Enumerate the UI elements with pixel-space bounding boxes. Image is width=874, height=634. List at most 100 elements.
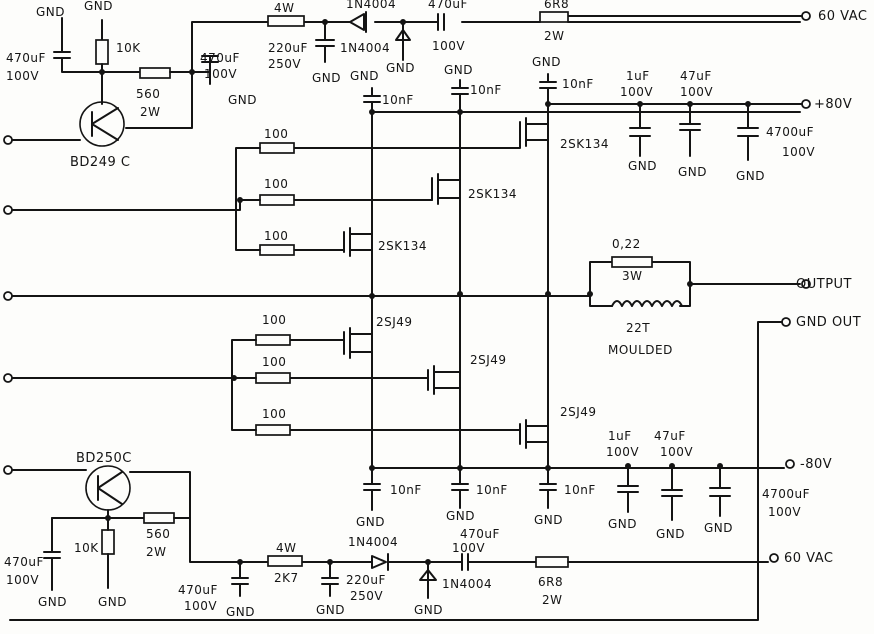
label-cap-voltage: 100V xyxy=(452,541,485,555)
diode-1n4004-bottom-b xyxy=(419,561,437,599)
label-resistor-power: 4W xyxy=(276,541,297,555)
label-mosfet: 2SJ49 xyxy=(560,405,597,419)
label-gnd: GND xyxy=(386,61,415,75)
label-resistor-value: 6R8 xyxy=(538,575,563,589)
label-cap-voltage: 100V xyxy=(432,39,465,53)
label-cap-value: 470uF xyxy=(178,583,218,597)
label-cap-voltage: 100V xyxy=(768,505,801,519)
output-resistor xyxy=(611,256,653,268)
gate-resistor-1 xyxy=(259,142,295,154)
bottom-supply xyxy=(3,465,779,599)
diode-1n4004-top-b xyxy=(395,29,411,41)
label-cap-value: 10nF xyxy=(382,93,414,107)
label-diode: 1N4004 xyxy=(442,577,492,591)
label-gnd: GND xyxy=(350,69,379,83)
mosfet-2sj49-2 xyxy=(427,365,461,395)
label-gnd: GND xyxy=(36,5,65,19)
transistor-bd250c xyxy=(85,465,131,511)
mosfet-2sj49-1 xyxy=(343,327,373,359)
label-gnd: GND xyxy=(228,93,257,107)
label-cap-voltage: 100V xyxy=(606,445,639,459)
label-cap-value: 47uF xyxy=(654,429,686,443)
label-gnd: GND xyxy=(226,605,255,619)
label-cap-voltage: 250V xyxy=(268,57,301,71)
terminal-n-drive[interactable] xyxy=(3,205,13,215)
label-cap-voltage: 100V xyxy=(184,599,217,613)
label-cap-value: 10nF xyxy=(476,483,508,497)
terminal-p-drive[interactable] xyxy=(3,373,13,383)
label-cap-voltage: 100V xyxy=(6,69,39,83)
label-neg-vac: 60 VAC xyxy=(784,551,833,566)
terminal-neg-vac[interactable] xyxy=(769,553,779,563)
negative-rail xyxy=(363,459,795,521)
resistor-10k-bottom xyxy=(101,529,115,555)
label-resistor-value: 2K7 xyxy=(274,571,299,585)
label-gnd: GND xyxy=(414,603,443,617)
output-coil xyxy=(611,300,683,307)
terminal-bottom-drive[interactable] xyxy=(3,465,13,475)
label-output: OUTPUT xyxy=(796,277,852,292)
label-mosfet: 2SJ49 xyxy=(470,353,507,367)
terminal-mid-drive[interactable] xyxy=(3,291,13,301)
label-gnd: GND xyxy=(628,159,657,173)
label-cap-voltage: 100V xyxy=(620,85,653,99)
output-node xyxy=(3,256,811,621)
label-gnd: GND xyxy=(446,509,475,523)
mosfet-2sk134-2 xyxy=(431,173,461,205)
label-cap-value: 10nF xyxy=(562,77,594,91)
label-coil-type: MOULDED xyxy=(608,343,673,357)
label-cap-value: 220uF xyxy=(346,573,386,587)
label-gnd: GND xyxy=(312,71,341,85)
label-resistor-value: 10K xyxy=(74,541,99,555)
label-gate-resistor: 100 xyxy=(262,313,286,327)
terminal-top-drive[interactable] xyxy=(3,135,13,145)
labels: 60 VAC +80V OUTPUT GND OUT -80V 60 VAC G… xyxy=(4,0,867,619)
label-gnd: GND xyxy=(84,0,113,13)
label-mosfet: 2SJ49 xyxy=(376,315,413,329)
label-gate-resistor: 100 xyxy=(264,127,288,141)
label-gnd: GND xyxy=(98,595,127,609)
gate-resistor-4 xyxy=(255,334,291,346)
terminal-pos-rail[interactable] xyxy=(801,99,811,109)
label-gate-resistor: 100 xyxy=(264,229,288,243)
mosfet-2sk134-1 xyxy=(519,117,549,147)
terminal-neg-rail[interactable] xyxy=(785,459,795,469)
label-cap-voltage: 250V xyxy=(350,589,383,603)
label-transistor: BD250C xyxy=(76,451,132,466)
label-cap-value: 470uF xyxy=(4,555,44,569)
label-cap-voltage: 100V xyxy=(660,445,693,459)
gate-resistor-3 xyxy=(259,244,295,256)
mosfet-2sj49-3 xyxy=(519,419,549,449)
terminal-gnd-out[interactable] xyxy=(781,317,791,327)
label-mosfet: 2SK134 xyxy=(378,239,427,253)
label-diode: 1N4004 xyxy=(346,0,396,11)
label-gnd: GND xyxy=(38,595,67,609)
label-cap-voltage: 100V xyxy=(782,145,815,159)
label-resistor-power: 2W xyxy=(542,593,563,607)
label-gnd: GND xyxy=(656,527,685,541)
terminal-output[interactable] xyxy=(801,279,811,289)
label-gnd: GND xyxy=(534,513,563,527)
terminal-pos-vac[interactable] xyxy=(801,11,811,21)
label-cap-value: 470uF xyxy=(460,527,500,541)
label-resistor-power: 2W xyxy=(146,545,167,559)
label-resistor-power: 2W xyxy=(140,105,161,119)
label-cap-value: 10nF xyxy=(564,483,596,497)
gate-resistor-6 xyxy=(255,424,291,436)
resistor-10k-top xyxy=(95,39,109,65)
label-diode: 1N4004 xyxy=(348,535,398,549)
label-resistor-power: 2W xyxy=(544,29,565,43)
diode-1n4004-top-a xyxy=(349,13,365,31)
mosfet-2sk134-3 xyxy=(343,227,373,257)
label-gnd: GND xyxy=(444,63,473,77)
label-mosfet: 2SK134 xyxy=(560,137,609,151)
label-gnd: GND xyxy=(532,55,561,69)
label-cap-value: 10nF xyxy=(470,83,502,97)
p-mosfets xyxy=(3,327,549,449)
label-cap-voltage: 100V xyxy=(204,67,237,81)
label-gnd: GND xyxy=(736,169,765,183)
top-supply xyxy=(3,11,811,147)
n-mosfets xyxy=(3,103,549,469)
